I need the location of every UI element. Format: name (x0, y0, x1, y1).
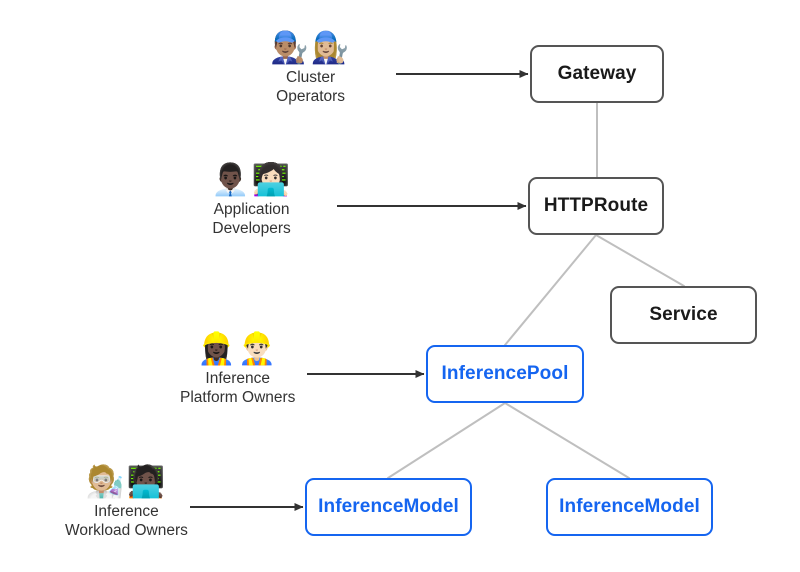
node-httproute[interactable]: HTTPRoute (528, 177, 664, 235)
edge-inferencepool-to-inferencemodel1 (387, 402, 506, 479)
persona-inference-platform-owners: 👷🏿‍♀️👷🏻‍♂️Inference Platform Owners (180, 331, 295, 407)
node-inferencemodel1[interactable]: InferenceModel (305, 478, 472, 536)
persona-avatars-icon: 👨🏿‍💼👩🏻‍💻 (211, 162, 293, 198)
node-inferencemodel2[interactable]: InferenceModel (546, 478, 713, 536)
persona-application-developers: 👨🏿‍💼👩🏻‍💻Application Developers (211, 162, 292, 238)
node-gateway[interactable]: Gateway (530, 45, 664, 103)
node-label: InferenceModel (559, 496, 700, 517)
persona-avatars-icon: 👷🏿‍♀️👷🏻‍♂️ (197, 331, 279, 367)
persona-arrows (190, 70, 529, 511)
persona-label: Application Developers (212, 201, 291, 237)
node-label: Service (649, 304, 718, 325)
node-inferencepool[interactable]: InferencePool (426, 345, 584, 403)
node-label: HTTPRoute (543, 195, 649, 216)
persona-avatars-icon: 👨🏽‍🔧👩🏼‍🔧 (270, 30, 352, 66)
node-label: InferencePool (441, 363, 569, 384)
edge-httproute-to-service (595, 234, 685, 287)
persona-label: Inference Workload Owners (65, 503, 188, 539)
node-label: InferenceModel (318, 496, 459, 517)
persona-inference-workload-owners: 🧑🏼‍🔬🧑🏿‍💻Inference Workload Owners (65, 464, 188, 540)
edge-httproute-to-inferencepool (504, 234, 597, 346)
persona-avatars-icon: 🧑🏼‍🔬🧑🏿‍💻 (85, 464, 168, 500)
persona-cluster-operators: 👨🏽‍🔧👩🏼‍🔧Cluster Operators (270, 30, 351, 106)
node-service[interactable]: Service (610, 286, 757, 344)
persona-label: Inference Platform Owners (180, 370, 296, 406)
edge-inferencepool-to-inferencemodel2 (504, 402, 630, 479)
persona-label: Cluster Operators (276, 69, 346, 105)
node-label: Gateway (557, 63, 637, 84)
